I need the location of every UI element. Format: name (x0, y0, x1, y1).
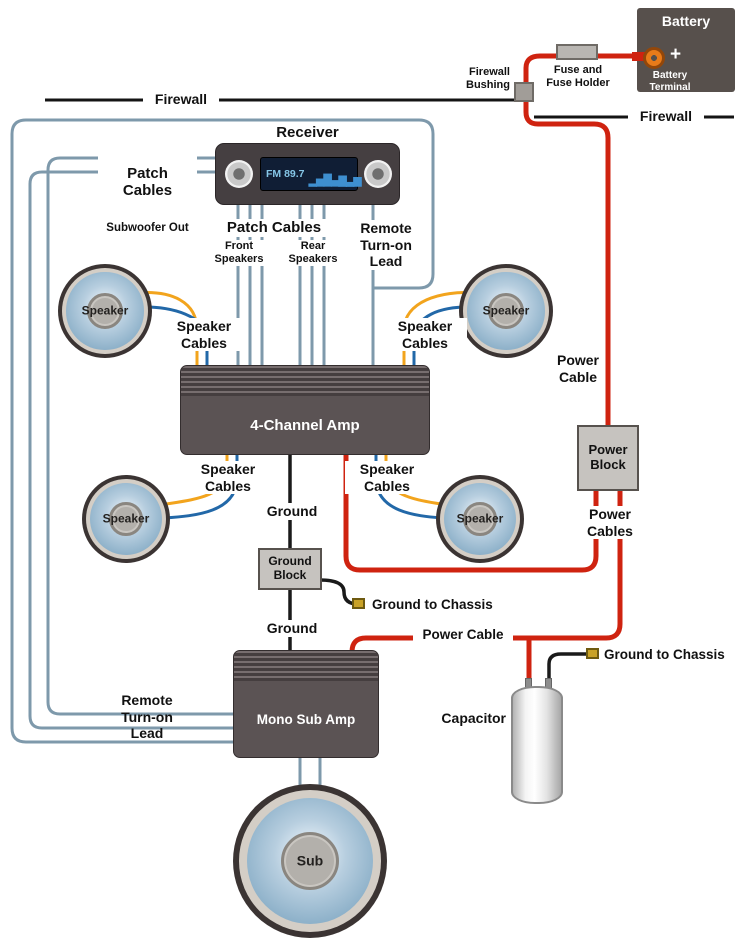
speaker-dust-cap (280, 831, 340, 891)
ground-label-lower: Ground (262, 620, 322, 637)
speaker-cables-label-lr: Speaker Cables (345, 461, 429, 495)
patch-cables-subwoofer-label: Patch Cables Subwoofer Out (98, 147, 197, 236)
battery-plus-sign: + (670, 44, 682, 65)
rear-speakers-label: Rear Speakers (280, 240, 346, 266)
sub-label: Sub (296, 852, 324, 869)
ground-label-upper: Ground (262, 503, 322, 520)
power-cables-label: Power Cables (568, 506, 652, 540)
receiver-unit: FM 89.7 ▂▅█▄▇▃▆ (215, 143, 400, 205)
amp-heatsink-fins (234, 651, 378, 681)
four-channel-amp-label: 4-Channel Amp (250, 416, 360, 434)
power-cable-label-right: Power Cable (556, 352, 599, 385)
power-block-to-4ch-amp (343, 453, 599, 573)
battery-terminal-label: Battery Terminal (649, 70, 691, 93)
patch-left-subtitle: Subwoofer Out (106, 221, 189, 234)
firewall-label-right: Firewall (628, 108, 704, 125)
subwoofer-patch-cable-a (46, 156, 236, 716)
battery-cable-stub (632, 52, 646, 61)
power-battery-to-block (523, 53, 660, 427)
speaker-label: Speaker (81, 303, 129, 318)
speaker-label: Speaker (482, 303, 530, 318)
patch-left-title: Patch Cables (122, 164, 173, 200)
speaker-label: Speaker (102, 511, 150, 526)
receiver-knob-right (364, 160, 392, 188)
receiver-title: Receiver (276, 124, 339, 141)
remote-lead-to-mono-amp (10, 118, 435, 744)
speaker-cables-label-ur: Speaker Cables (383, 318, 467, 352)
ground-to-chassis-label-right: Ground to Chassis (604, 647, 725, 662)
speaker-dust-cap (488, 293, 524, 329)
ground-to-chassis-label-mid: Ground to Chassis (372, 597, 493, 612)
power-cable-label-mid: Power Cable (413, 627, 513, 643)
patch-cables-center-label: Patch Cables (222, 219, 326, 237)
remote-turn-on-bottom-label: Remote Turn-on Lead (121, 692, 173, 742)
chassis-terminal-mid (352, 598, 365, 609)
battery-box: Battery + Battery Terminal (632, 8, 735, 93)
subwoofer-patch-cable-b (28, 170, 236, 730)
speaker-dust-cap (463, 502, 497, 536)
four-channel-amp: 4-Channel Amp (180, 365, 430, 455)
speaker-rear-left: Speaker (82, 475, 170, 563)
firewall-bushing (514, 82, 534, 102)
capacitor-label: Capacitor (441, 710, 506, 726)
capacitor-body (511, 686, 563, 804)
receiver-station-text: FM 89.7 (266, 168, 305, 180)
amp-heatsink-fins (181, 366, 429, 396)
speaker-label: Speaker (456, 511, 504, 526)
ground-block: Ground Block (258, 548, 322, 590)
ground-capacitor-to-chassis (547, 652, 590, 682)
mono-sub-amp-label: Mono Sub Amp (256, 711, 356, 727)
receiver-display: FM 89.7 ▂▅█▄▇▃▆ (260, 157, 362, 191)
battery-title: Battery (661, 13, 711, 29)
firewall-label-left: Firewall (143, 91, 219, 108)
chassis-terminal-right (586, 648, 599, 659)
speaker-dust-cap (87, 293, 123, 329)
subwoofer: Sub (233, 784, 387, 938)
speaker-cables-label-ul: Speaker Cables (162, 318, 246, 352)
receiver-eq-bars: ▂▅█▄▇▃▆ (308, 174, 362, 187)
front-speakers-label: Front Speakers (206, 240, 272, 266)
ground-block-to-chassis (319, 578, 359, 606)
speaker-front-left: Speaker (58, 264, 152, 358)
speaker-cables-label-ll: Speaker Cables (186, 461, 270, 495)
fuse-label: Fuse and Fuse Holder (546, 64, 610, 89)
fuse-holder (556, 44, 598, 60)
mono-sub-amp: Mono Sub Amp (233, 650, 379, 758)
battery-terminal-icon (643, 47, 665, 69)
remote-turn-on-top-label: Remote Turn-on Lead (344, 220, 428, 270)
speaker-rear-right: Speaker (436, 475, 524, 563)
capacitor (511, 678, 563, 806)
speaker-dust-cap (109, 502, 143, 536)
power-block: Power Block (577, 425, 639, 491)
firewall-bushing-label: Firewall Bushing (466, 66, 510, 91)
speaker-front-right: Speaker (459, 264, 553, 358)
receiver-knob-left (225, 160, 253, 188)
